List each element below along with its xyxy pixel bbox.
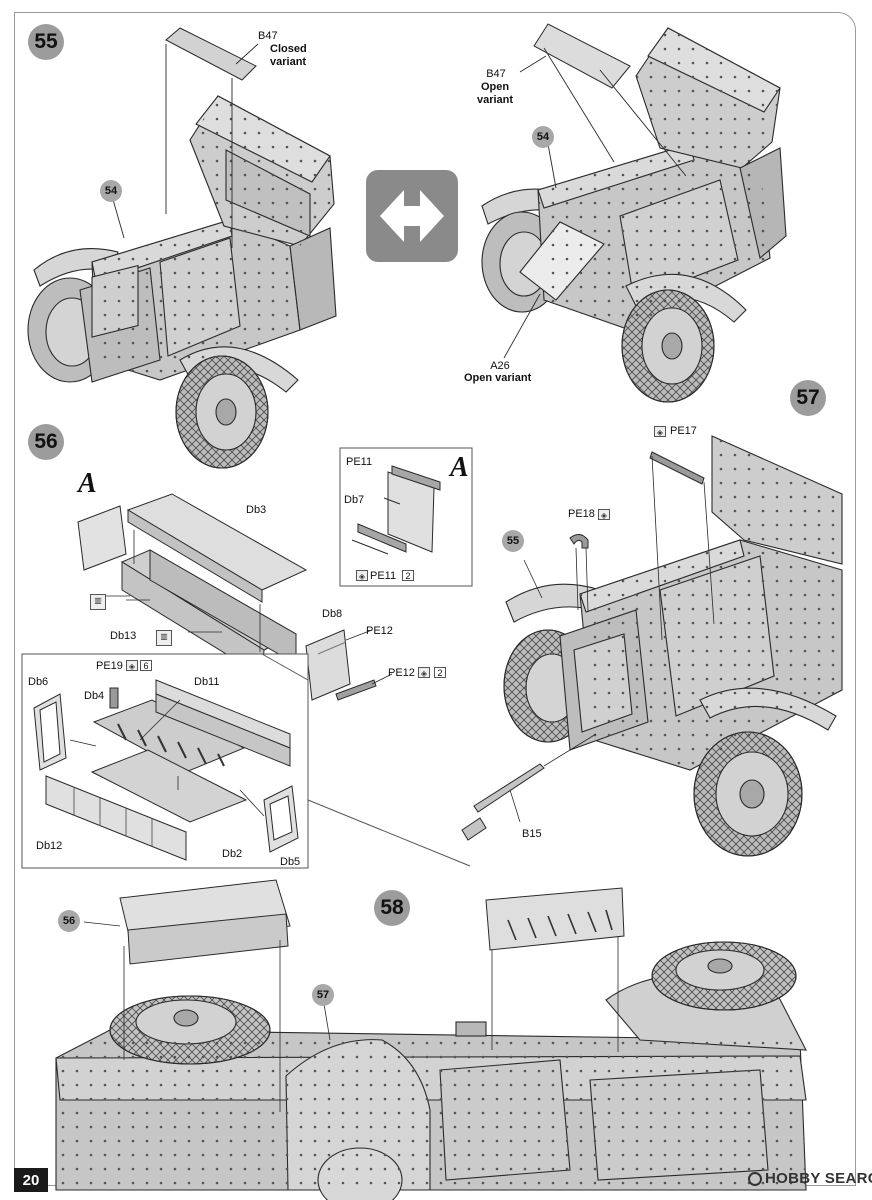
ref-56-badge: 56 [58,910,80,932]
label-inset-a: A [450,452,469,483]
label-b15: B15 [522,828,542,840]
step58-toolbox-open [485,887,625,951]
photo-etch-icon: ◈ [598,509,610,520]
inset-a-parts [351,465,441,555]
photo-etch-icon: ◈ [654,426,666,437]
watermark: HOBBY SEARCH [748,1170,872,1187]
b47-open-part [533,23,631,89]
glue-icon: ▥ [90,594,106,610]
glue-icon: ▥ [156,630,172,646]
step-58-badge: 58 [374,890,410,926]
step55-vehicle [27,95,337,469]
label-db2: Db2 [222,848,243,860]
photo-etch-icon: ◈ [418,667,430,678]
b47-closed-part [165,27,257,81]
label-pe11-top: PE11 [346,456,373,468]
step55-open-leaders [503,47,687,359]
ref-57-badge: 57 [312,984,334,1006]
label-pe19: PE19 [96,660,123,672]
label-open-variant-b47: Open variant [476,81,514,106]
step56-leaders [106,530,393,685]
detail-inset-box [21,653,471,869]
label-pe17: PE17 [670,425,697,437]
step57-small-parts [461,451,705,841]
step55-open-vehicle [481,27,787,403]
label-a26: A26 [490,360,510,372]
label-pe11-bottom: PE11 [370,570,397,582]
ref-54-open-badge: 54 [532,126,554,148]
step56-parts [77,493,377,701]
label-pe18: PE18 [568,508,595,520]
step-57-badge: 57 [790,380,826,416]
ref-55-badge: 55 [502,530,524,552]
label-db5: Db5 [280,856,301,868]
step58-vehicle [55,941,807,1200]
label-db8: Db8 [322,608,343,620]
detail-inset-leaders [69,699,265,817]
step57-vehicle [503,435,843,857]
label-db6: Db6 [28,676,49,688]
label-db11: Db11 [194,676,220,688]
label-closed-variant: Closed variant [270,43,307,68]
step-55-badge: 55 [28,24,64,60]
label-pe12-bottom: PE12 [388,667,415,679]
double-arrow-swap-icon [366,170,458,262]
step55-leaders [111,43,259,248]
step-56-badge: 56 [28,424,64,460]
step58-leaders [83,921,619,1112]
label-db3: Db3 [246,504,267,516]
watermark-text: HOBBY SEARCH [765,1170,872,1187]
label-db4: Db4 [84,690,105,702]
label-open-variant-a26: Open variant [464,372,532,384]
label-a-reference: A [78,468,97,499]
qty-pe12: 2 [434,667,446,678]
photo-etch-icon: ◈ [356,570,368,581]
step57-leaders [509,455,715,823]
page-number: 20 [14,1168,48,1192]
label-b47-closed: B47 [258,30,278,42]
detail-inset-parts [33,679,299,861]
ref-54-badge: 54 [100,180,122,202]
label-db7: Db7 [344,494,365,506]
qty-pe19: 6 [140,660,152,671]
label-pe12-top: PE12 [366,625,393,637]
label-db12: Db12 [36,840,63,852]
photo-etch-icon: ◈ [126,660,138,671]
label-db13: Db13 [110,630,137,642]
hobby-search-logo-icon [748,1172,762,1186]
step58-toolbox-56 [119,879,291,965]
label-b47-open: B47 [486,68,506,80]
qty-pe11: 2 [402,570,414,581]
